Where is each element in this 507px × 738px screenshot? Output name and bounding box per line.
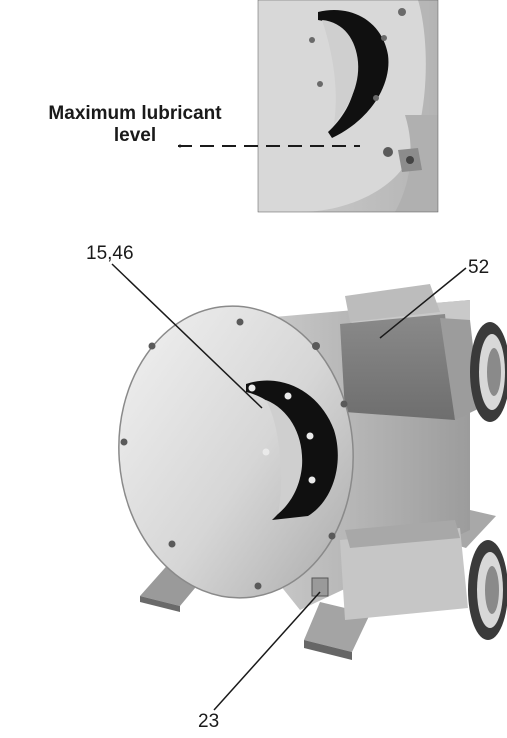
bolt-icon	[312, 342, 320, 350]
sight-window-icon	[318, 9, 389, 138]
pump-housing-icon	[118, 284, 507, 660]
bolt-icon	[236, 318, 244, 326]
bolt-icon	[317, 81, 323, 87]
callout-52: 52	[468, 257, 490, 278]
bolt-icon	[373, 95, 379, 101]
bolt-icon	[383, 147, 393, 157]
bolt-icon	[398, 8, 406, 16]
callout-23: 23	[198, 711, 220, 732]
bolt-icon	[262, 448, 270, 456]
max-lubricant-line1: Maximum lubricant	[48, 103, 222, 124]
callout-15-46: 15,46	[86, 243, 134, 264]
detail-inset	[258, 0, 438, 212]
bolt-icon	[284, 392, 292, 400]
bolt-icon	[306, 432, 314, 440]
bolt-icon	[340, 400, 348, 408]
bolt-icon	[168, 540, 176, 548]
sight-window-icon	[246, 380, 338, 520]
max-lubricant-label: Maximum lubricant level	[10, 103, 260, 147]
bolt-icon	[254, 582, 262, 590]
bolt-icon	[120, 438, 128, 446]
bolt-icon	[308, 476, 316, 484]
max-lubricant-line2: level	[113, 125, 157, 146]
leader-line-23	[213, 591, 321, 711]
bolt-icon	[309, 37, 315, 43]
bolt-icon	[148, 342, 156, 350]
leader-line-15-46	[111, 263, 263, 409]
bolt-icon	[381, 35, 387, 41]
leader-line-52	[379, 267, 467, 339]
bolt-icon	[328, 532, 336, 540]
bolt-icon	[248, 384, 256, 392]
